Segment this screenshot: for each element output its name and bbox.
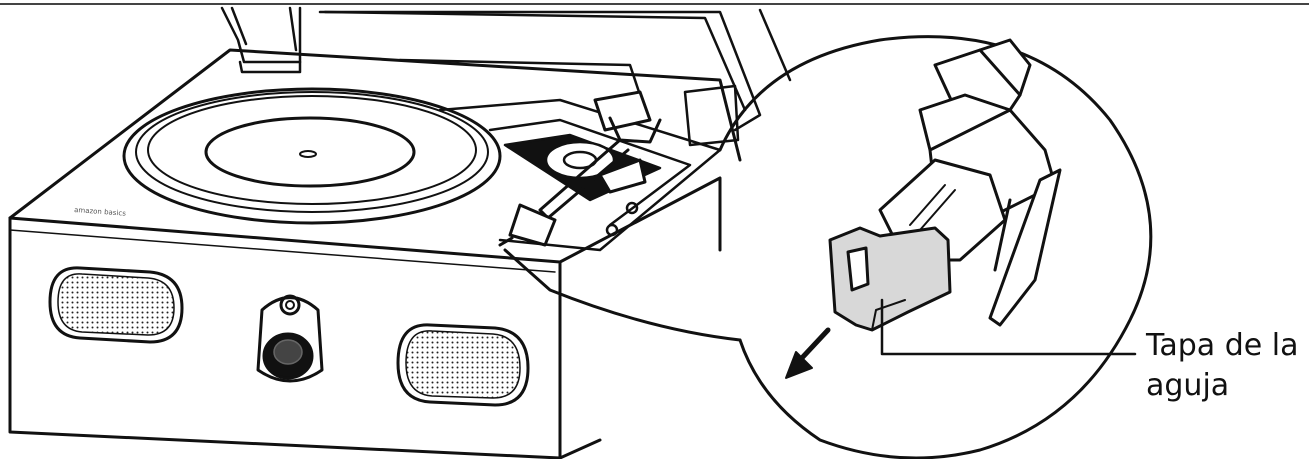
callout-leader <box>880 298 1137 356</box>
tonearm <box>498 90 662 247</box>
callout-label-line1: Tapa de la <box>1146 328 1299 363</box>
platter <box>122 87 502 225</box>
stylus-cap <box>828 226 952 332</box>
brand-logo: amazon basics <box>74 206 127 218</box>
volume-knob <box>256 294 324 383</box>
hinge <box>220 6 302 74</box>
callout-label: Tapa de la aguja <box>1146 326 1306 406</box>
speaker-right <box>396 323 530 407</box>
lid-support <box>683 84 740 147</box>
arrow-icon <box>785 327 831 379</box>
callout-label-line2: aguja <box>1146 368 1230 403</box>
lid <box>318 8 792 132</box>
turntable-base <box>8 48 742 459</box>
cartridge-closeup <box>878 38 1062 327</box>
speaker-left <box>48 266 184 344</box>
spindle <box>299 150 317 158</box>
magnifier-circle <box>503 35 1153 459</box>
